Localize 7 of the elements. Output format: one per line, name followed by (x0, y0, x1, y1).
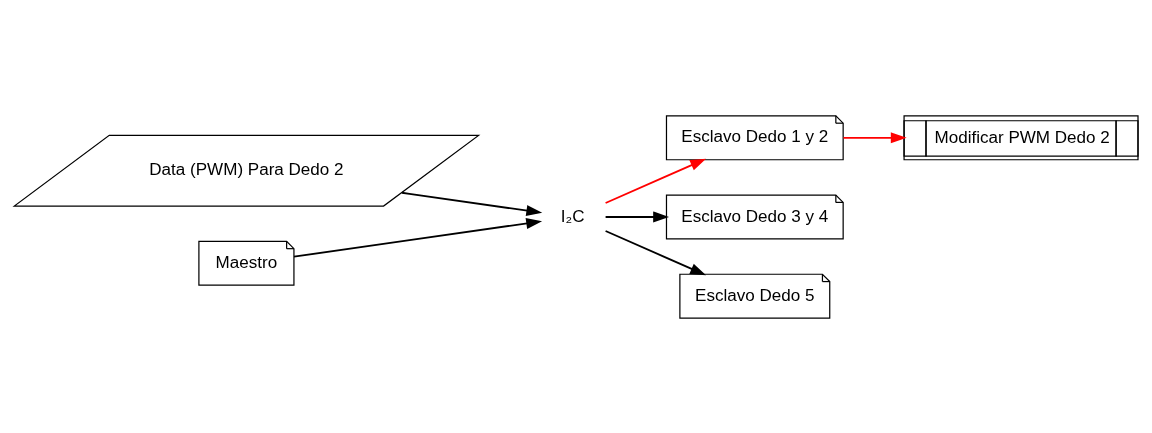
arrow (604, 158, 707, 204)
node-text: I₂C (560, 206, 585, 226)
arrow (604, 229, 707, 275)
arrow (604, 210, 670, 223)
arrow (401, 191, 543, 216)
arrow (842, 131, 907, 143)
arrow (293, 217, 543, 258)
